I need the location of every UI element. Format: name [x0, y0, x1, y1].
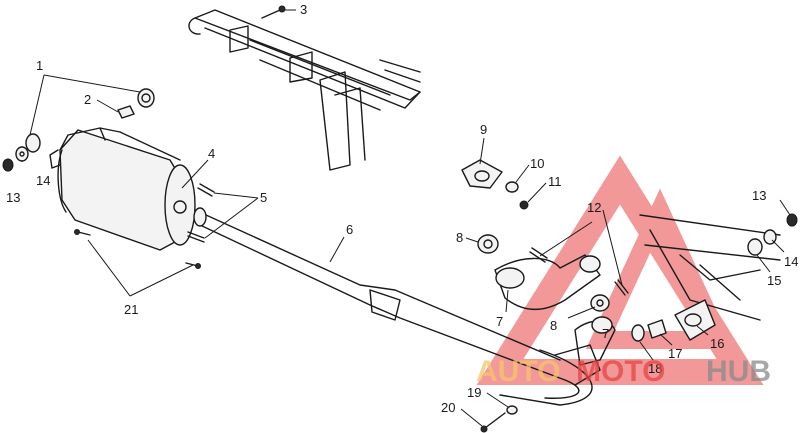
callout-9: 9 — [480, 122, 487, 137]
washer-left — [15, 146, 29, 162]
spring-12 — [529, 247, 629, 296]
callout-13a: 13 — [6, 190, 20, 205]
callout-8b: 8 — [550, 318, 557, 333]
vehicle-frame — [188, 9, 781, 321]
grommet-upper — [137, 88, 155, 108]
watermark-hub: HUB — [706, 355, 771, 388]
gasket-upper — [477, 234, 499, 254]
callout-3: 3 — [300, 2, 307, 17]
springs — [187, 183, 215, 243]
watermark-text: AUTO MOTO HUB — [476, 355, 771, 388]
grommet-18 — [631, 324, 645, 342]
callout-14a: 14 — [36, 173, 50, 188]
nut-11 — [519, 200, 529, 210]
callout-18: 18 — [648, 361, 662, 376]
watermark-triangle-outer — [476, 155, 764, 385]
screws — [74, 229, 201, 269]
callout-13b: 13 — [752, 188, 766, 203]
callout-17: 17 — [668, 346, 682, 361]
callout-8a: 8 — [456, 230, 463, 245]
spacer-17 — [647, 319, 667, 339]
gasket-lower — [590, 294, 610, 312]
callout-14b: 14 — [784, 254, 798, 269]
bolt-20 — [480, 412, 506, 433]
callout-11: 11 — [548, 174, 562, 189]
watermark-auto: AUTO — [476, 355, 560, 388]
watermark-moto: MOTO — [576, 355, 665, 388]
callout-16: 16 — [710, 336, 724, 351]
callout-12: 12 — [587, 200, 601, 215]
washer-10 — [505, 181, 519, 193]
watermark-logo — [476, 155, 764, 385]
spacer — [117, 105, 135, 119]
callout-10: 10 — [530, 156, 544, 171]
exhaust-pipe — [193, 207, 601, 406]
grommet-lower — [25, 133, 41, 153]
callout-20: 20 — [441, 400, 455, 415]
bolt-top — [261, 5, 286, 19]
leader-lines — [21, 9, 791, 427]
callout-2: 2 — [84, 92, 91, 107]
callout-1: 1 — [36, 58, 43, 73]
grommet-right — [747, 238, 763, 256]
flange — [461, 159, 503, 189]
callout-21: 21 — [124, 302, 138, 317]
callouts: 1 2 3 4 5 6 7 7 8 8 9 10 11 12 13 13 14 … — [6, 2, 798, 415]
callout-6: 6 — [346, 222, 353, 237]
nut-left — [2, 158, 14, 172]
y-pipe-lower — [574, 316, 616, 366]
callout-7b: 7 — [602, 326, 609, 341]
callout-19: 19 — [467, 385, 481, 400]
bracket-16 — [674, 299, 716, 341]
nut-right — [786, 213, 798, 227]
callout-7a: 7 — [496, 314, 503, 329]
callout-4: 4 — [208, 146, 215, 161]
y-pipe-upper — [494, 254, 601, 310]
washer-19 — [506, 405, 518, 415]
callout-15: 15 — [767, 273, 781, 288]
watermark-triangle-inner — [585, 188, 735, 349]
callout-5: 5 — [260, 190, 267, 205]
muffler — [49, 127, 196, 251]
